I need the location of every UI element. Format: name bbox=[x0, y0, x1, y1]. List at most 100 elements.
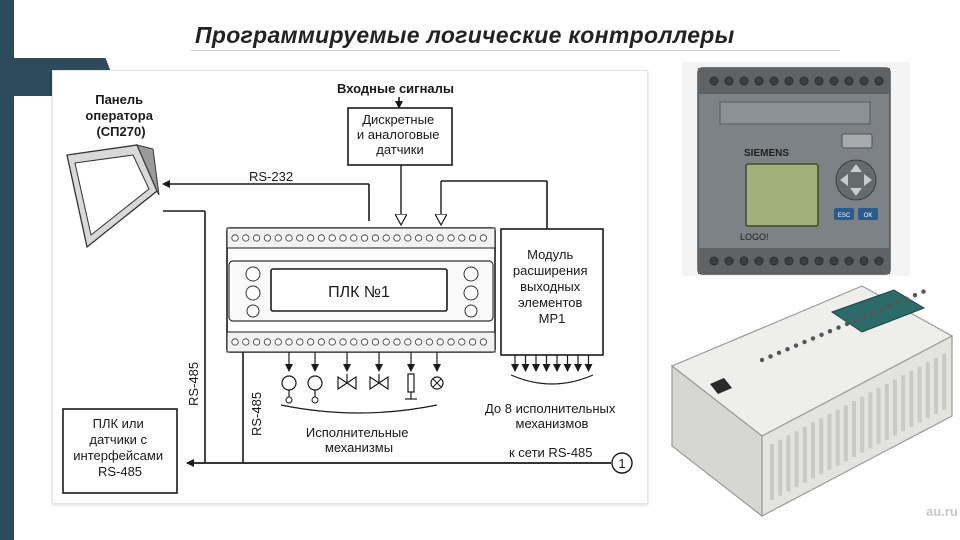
plc-terminal bbox=[447, 338, 455, 346]
plc-terminal bbox=[382, 338, 390, 346]
rs485-mid-label: RS-485 bbox=[249, 392, 264, 436]
module-outputs-brace bbox=[510, 374, 594, 385]
sensors-line: датчики bbox=[376, 142, 423, 157]
motor-icon bbox=[281, 352, 297, 404]
plc-terminal bbox=[328, 234, 336, 242]
network-node-number: 1 bbox=[618, 456, 625, 471]
plc-terminal bbox=[393, 234, 401, 242]
plc-terminal bbox=[468, 338, 477, 346]
actuators-label: Исполнительные механизмы bbox=[306, 425, 412, 455]
plc-terminal bbox=[414, 338, 423, 346]
up-to-8-label: До 8 исполнительных механизмов bbox=[485, 401, 619, 431]
plc-device bbox=[226, 227, 496, 353]
module-line: выходных bbox=[520, 279, 581, 294]
plc-terminal bbox=[479, 338, 487, 346]
actuators-line: механизмы bbox=[325, 440, 393, 455]
actuators-brace bbox=[280, 404, 438, 414]
ok-key bbox=[858, 208, 878, 220]
motor-icon bbox=[307, 352, 323, 404]
plc-terminal bbox=[382, 234, 390, 242]
actuator-symbols bbox=[281, 352, 444, 404]
slide-accent-bar bbox=[0, 0, 14, 540]
plc-terminal bbox=[317, 338, 325, 346]
valve-icon bbox=[337, 352, 357, 391]
siemens-logo-photo: SIEMENS ESC OK LOGO! bbox=[682, 62, 910, 284]
panel-label-line: Панель bbox=[95, 92, 143, 107]
module-line: элементов bbox=[518, 295, 583, 310]
logo-lcd bbox=[745, 163, 819, 227]
peer-text: ПЛК или датчики с интерфейсами RS-485 bbox=[73, 416, 166, 479]
lamp-icon bbox=[430, 352, 444, 390]
compact-plc-photo bbox=[662, 276, 958, 524]
plc-terminal bbox=[339, 234, 347, 242]
up-to-8-line: механизмов bbox=[516, 416, 589, 431]
module-output-arrows bbox=[511, 355, 593, 372]
title-underline bbox=[190, 50, 840, 51]
plc-terminal bbox=[285, 234, 293, 242]
plc-terminal bbox=[231, 338, 239, 346]
slide-title: Программируемые логические контроллеры bbox=[195, 22, 735, 48]
panel-label-line: (СП270) bbox=[96, 124, 145, 139]
siemens-brand: SIEMENS bbox=[744, 148, 789, 159]
plc-terminal bbox=[274, 234, 282, 242]
plc-terminal bbox=[404, 338, 412, 346]
plc-terminal bbox=[371, 338, 379, 346]
esc-key-label: ESC bbox=[838, 213, 851, 219]
peer-box bbox=[62, 408, 178, 494]
plc-display bbox=[270, 268, 448, 312]
arrow-up-icon bbox=[850, 164, 862, 172]
plc-terminal bbox=[231, 234, 239, 242]
sensors-line: Дискретные bbox=[362, 112, 434, 127]
plc-terminal bbox=[425, 338, 433, 346]
plc-terminal bbox=[458, 338, 466, 346]
plc-terminal bbox=[414, 234, 423, 242]
plc-terminal bbox=[307, 338, 315, 346]
sensors-line: и аналоговые bbox=[357, 127, 440, 142]
plc-terminal bbox=[296, 338, 304, 346]
diagram-canvas: Панель оператора (СП270) RS-232 Входные … bbox=[62, 81, 633, 494]
plc-terminal bbox=[263, 338, 271, 346]
plc-terminal bbox=[296, 234, 304, 242]
plc-terminal bbox=[360, 338, 369, 346]
plc-terminal bbox=[468, 234, 477, 242]
module-line: Модуль bbox=[527, 247, 573, 262]
plc-terminal bbox=[436, 234, 444, 242]
sensors-text: Дискретные и аналоговые датчики bbox=[357, 112, 443, 157]
up-to-8-line: До 8 исполнительных bbox=[485, 401, 616, 416]
watermark: au.ru bbox=[926, 504, 958, 519]
expansion-module-box bbox=[500, 228, 604, 356]
plc-terminal bbox=[360, 234, 369, 242]
plc-terminal bbox=[479, 234, 487, 242]
plc-terminal bbox=[447, 234, 455, 242]
peer-line: интерфейсами bbox=[73, 448, 163, 463]
network-label: к сети RS-485 bbox=[509, 445, 593, 460]
esc-key bbox=[834, 208, 854, 220]
arrow-down-icon bbox=[850, 188, 862, 196]
module-line: МР1 bbox=[539, 311, 566, 326]
panel-label-line: оператора bbox=[85, 108, 153, 123]
sensors-box bbox=[347, 107, 453, 166]
plc-terminal bbox=[242, 234, 250, 242]
plc-terminal bbox=[253, 234, 261, 242]
inputs-header: Входные сигналы bbox=[337, 81, 454, 96]
valve-icon bbox=[369, 352, 389, 391]
plc-terminal bbox=[253, 338, 261, 346]
plc-terminal bbox=[274, 338, 282, 346]
plc-terminal bbox=[404, 234, 412, 242]
plc-terminal bbox=[425, 234, 433, 242]
plc-terminal bbox=[393, 338, 401, 346]
peer-line: RS-485 bbox=[98, 464, 142, 479]
plc-terminal bbox=[339, 338, 347, 346]
plc-terminal bbox=[307, 234, 315, 242]
peer-line: датчики с bbox=[89, 432, 147, 447]
panel-label: Панель оператора (СП270) bbox=[85, 92, 156, 139]
network-node-circle bbox=[611, 452, 633, 474]
plc-block-diagram: Панель оператора (СП270) RS-232 Входные … bbox=[52, 70, 648, 504]
plc-terminal bbox=[436, 338, 444, 346]
peer-line: ПЛК или bbox=[93, 416, 144, 431]
plc-terminal bbox=[350, 234, 358, 242]
ok-key-label: OK bbox=[864, 213, 873, 219]
heater-icon bbox=[405, 352, 417, 400]
operator-panel-icon bbox=[66, 144, 160, 249]
rs485-left-label: RS-485 bbox=[186, 362, 201, 406]
